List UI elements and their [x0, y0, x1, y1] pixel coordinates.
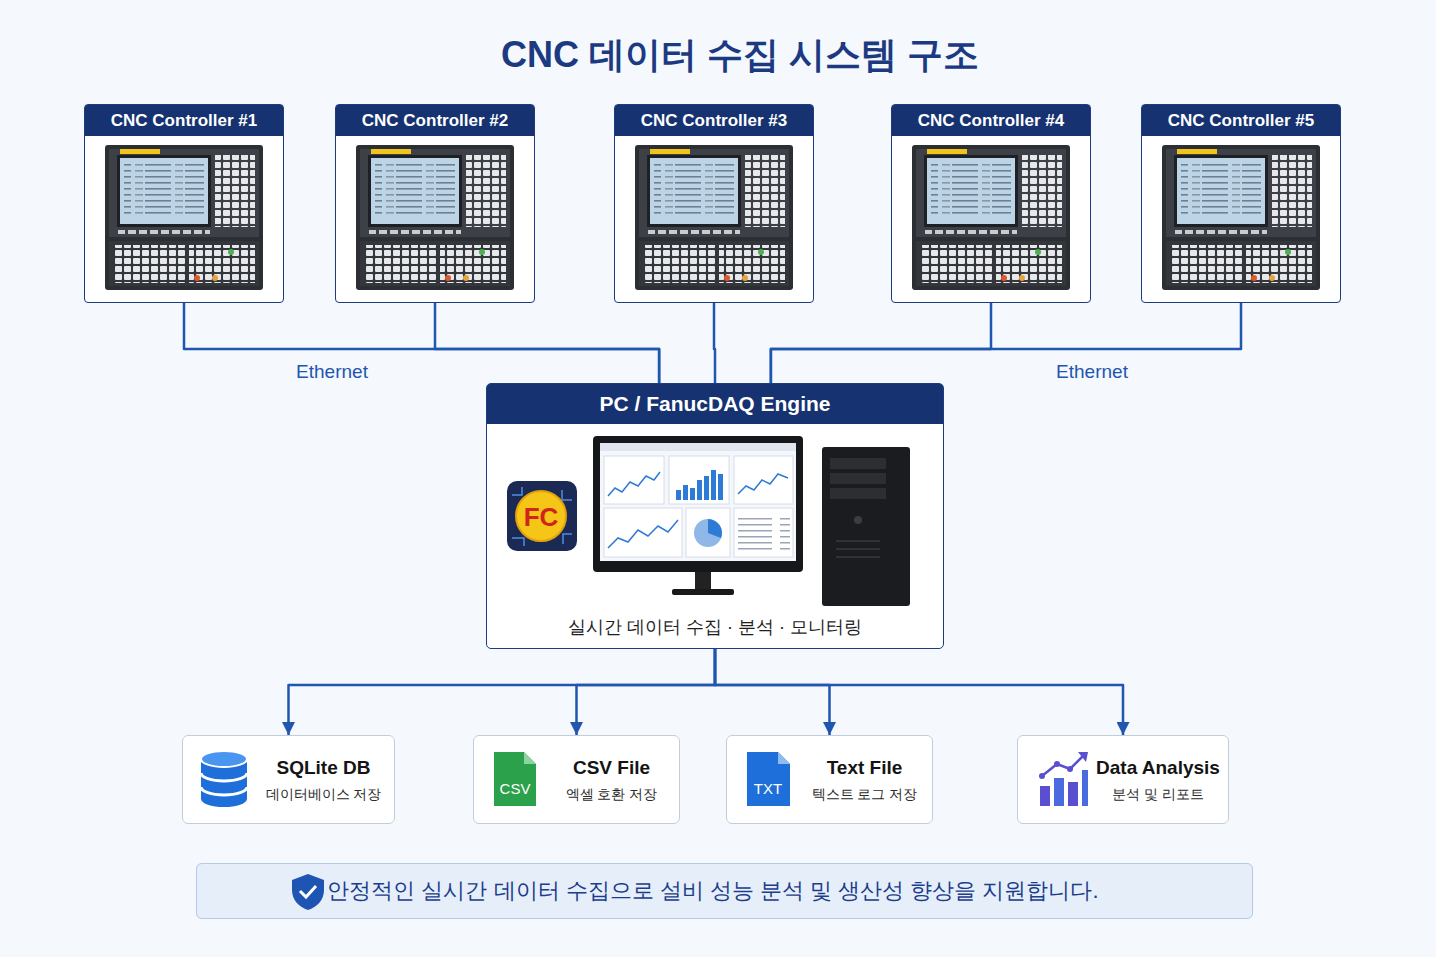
- logo-badge: [507, 481, 577, 551]
- node-body: 텍스트 로그 저장: [797, 785, 932, 803]
- card-fill: [1017, 735, 1229, 824]
- card-fill: [473, 735, 680, 824]
- output-box: SQLite DB 데이터베이스 저장: [182, 735, 395, 824]
- node-body: 분석 및 리포트: [1088, 785, 1228, 803]
- card-fill: [486, 383, 944, 649]
- node-heading: CNC Controller #4: [892, 105, 1090, 136]
- card-fill: [335, 104, 535, 303]
- icon-text: CSV: [500, 780, 531, 797]
- node-heading: CNC Controller #1: [85, 105, 283, 136]
- tower-illustration: [822, 447, 910, 606]
- monitor-illustration: [593, 436, 803, 595]
- ethernet-link: [771, 303, 991, 383]
- cnc-panel-illustration: [105, 145, 1320, 290]
- logo-text: FC: [524, 502, 559, 533]
- network-label: Ethernet: [296, 361, 368, 383]
- edge-layer: [184, 303, 1241, 735]
- diagram-title: CNC 데이터 수집 시스템 구조: [22, 33, 1436, 77]
- ethernet-link: [771, 303, 1241, 383]
- cnc-controller-box: CNC Controller #5: [1141, 104, 1341, 303]
- output-box: Data Analysis 분석 및 리포트: [1017, 735, 1229, 824]
- cnc-controller-box: CNC Controller #2: [335, 104, 535, 303]
- ethernet-link: [714, 303, 715, 383]
- node-heading: CSV File: [544, 756, 679, 780]
- node-heading: 안정적인 실시간 데이터 수집으로 설비 성능 분석 및 생산성 향상을 지원합…: [307, 877, 1119, 905]
- node-body: 엑셀 호환 저장: [544, 785, 679, 803]
- network-label: Ethernet: [1056, 361, 1128, 383]
- card-fill: [614, 104, 814, 303]
- csv-file-icon: [494, 752, 536, 806]
- node-body: 데이터베이스 저장: [253, 785, 394, 803]
- analysis-chart-icon: [1039, 752, 1088, 806]
- output-arrow: [577, 649, 716, 735]
- database-icon: [201, 751, 247, 807]
- icon-text: TXT: [754, 780, 782, 797]
- node-heading: CNC Controller #3: [615, 105, 813, 136]
- card-fill: [1141, 104, 1341, 303]
- shield-check-icon: [292, 874, 324, 910]
- output-arrow: [289, 649, 716, 735]
- ethernet-link: [435, 303, 659, 383]
- card-fill: [726, 735, 933, 824]
- cnc-controller-box: CNC Controller #3: [614, 104, 814, 303]
- output-arrow: [715, 649, 1123, 735]
- card-layer: [84, 104, 1341, 919]
- card-fill: [182, 735, 395, 824]
- cnc-controller-box: CNC Controller #4: [891, 104, 1091, 303]
- card-fill: [891, 104, 1091, 303]
- node-heading: Data Analysis: [1088, 756, 1228, 780]
- cnc-controller-box: CNC Controller #1: [84, 104, 284, 303]
- node-body: 실시간 데이터 수집 · 분석 · 모니터링: [487, 615, 943, 639]
- node-heading: CNC Controller #5: [1142, 105, 1340, 136]
- ethernet-link: [184, 303, 659, 383]
- card-fill: [84, 104, 284, 303]
- text-file-icon: [747, 752, 790, 806]
- node-heading: Text File: [797, 756, 932, 780]
- node-heading: PC / FanucDAQ Engine: [487, 384, 943, 424]
- summary-banner: 안정적인 실시간 데이터 수집으로 설비 성능 분석 및 생산성 향상을 지원합…: [196, 863, 1253, 919]
- output-arrow: [715, 649, 830, 735]
- card-fill: [196, 863, 1253, 919]
- node-heading: CNC Controller #2: [336, 105, 534, 136]
- node-heading: SQLite DB: [253, 756, 394, 780]
